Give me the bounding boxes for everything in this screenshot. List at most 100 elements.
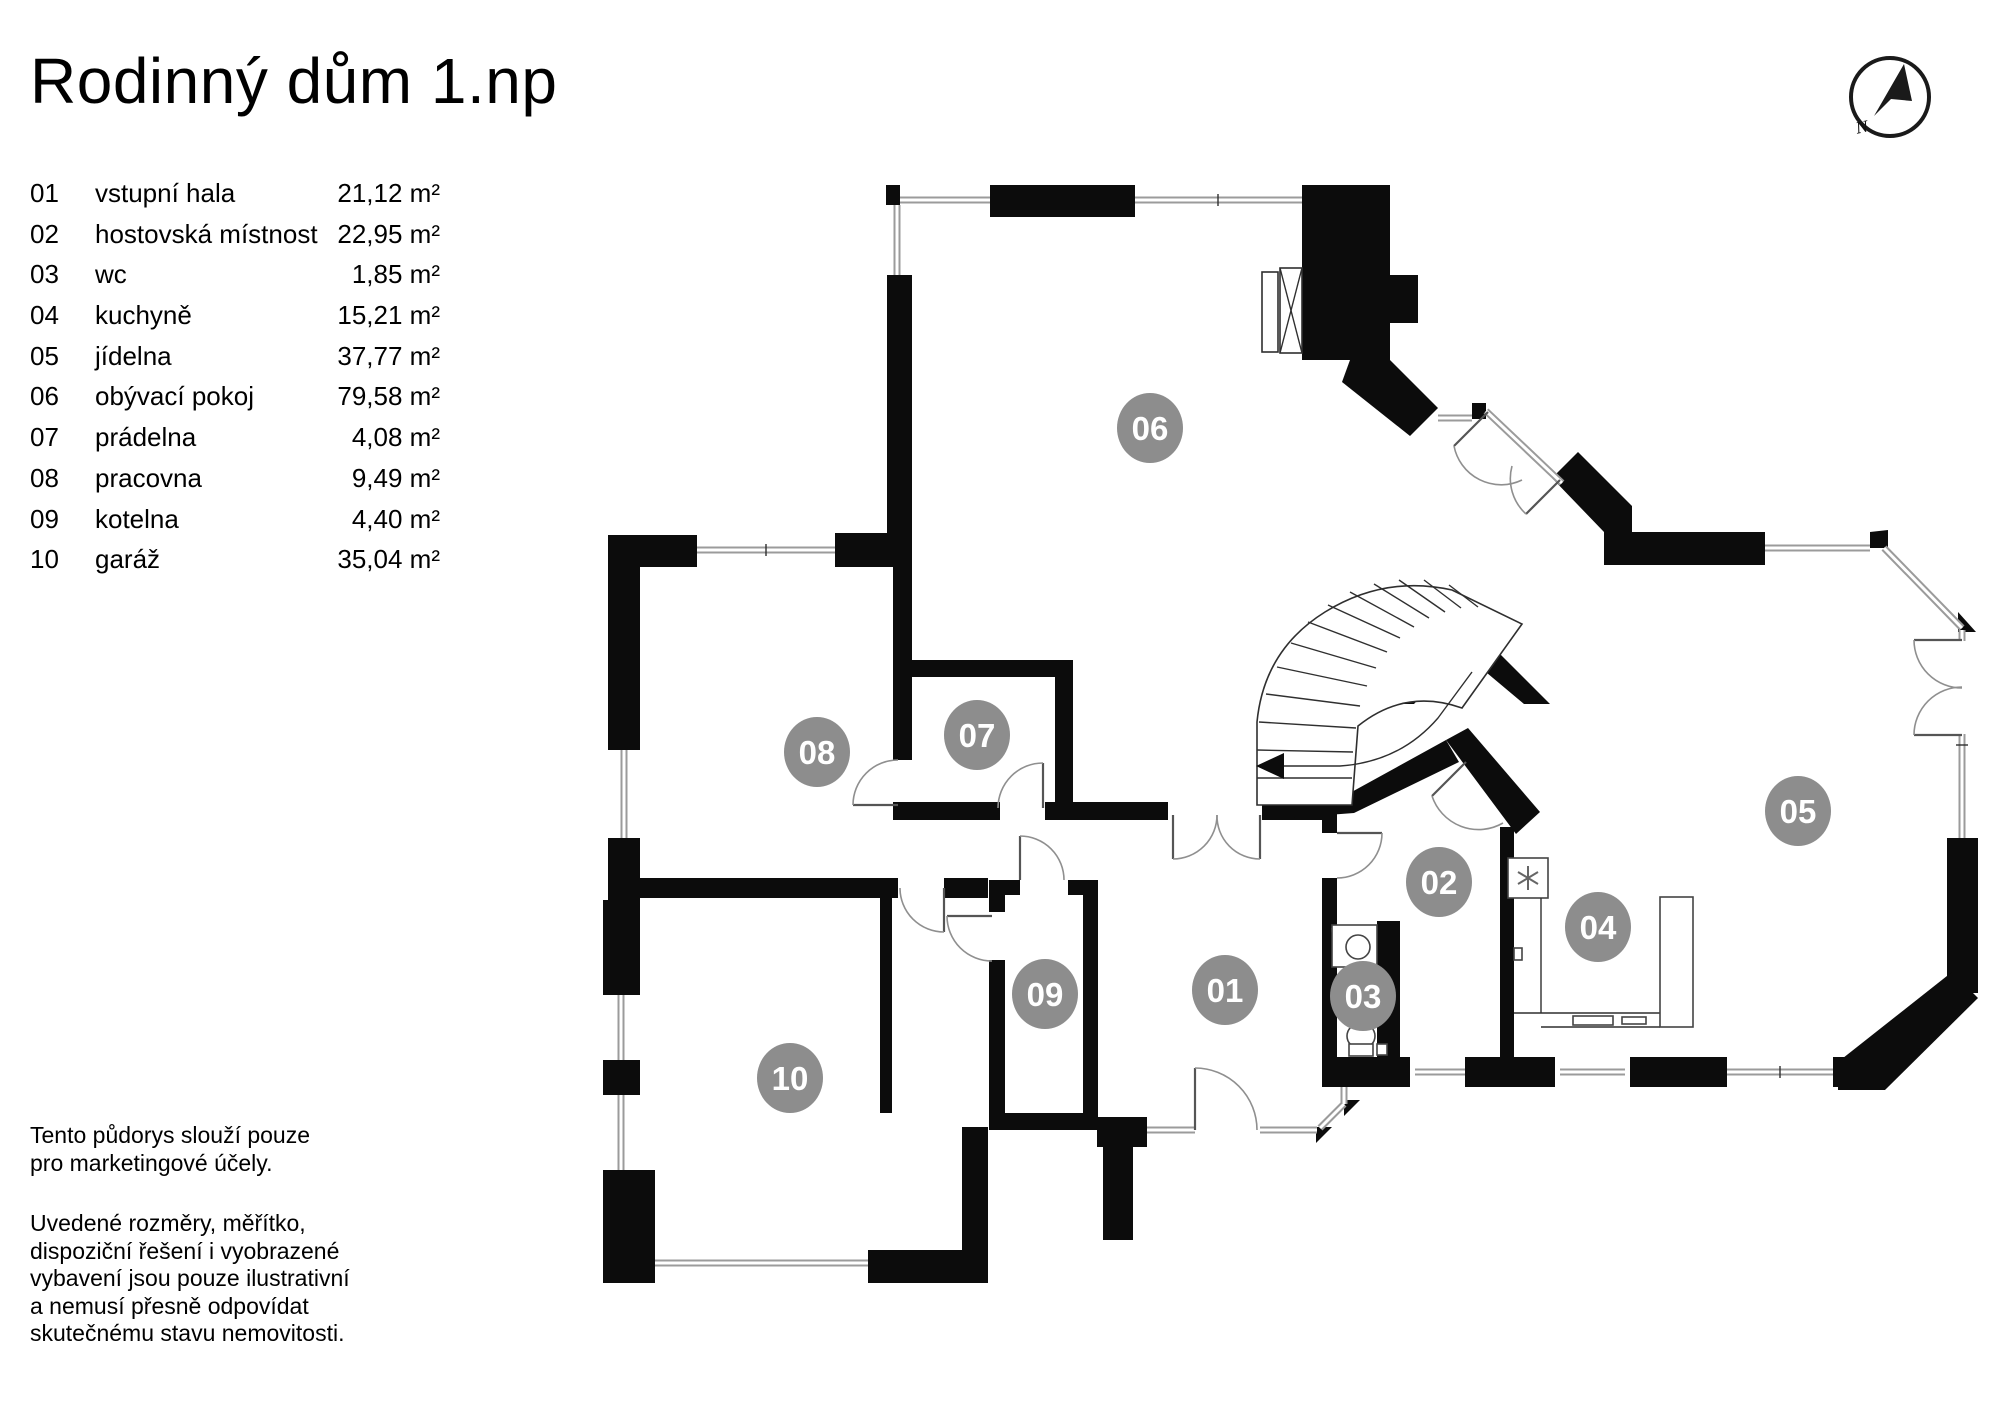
windows — [617, 194, 1968, 1267]
room-badge-08: 08 — [784, 717, 850, 787]
stair-walk-line — [1268, 671, 1473, 767]
window — [697, 544, 835, 556]
compass: N — [1849, 56, 1931, 138]
legend-room-area: 21,12 m² — [337, 178, 440, 208]
legend-row: 02 hostovská místnost 22,95 m² — [30, 219, 440, 260]
entrance-door — [1193, 1067, 1258, 1131]
legend-row: 03 wc 1,85 m² — [30, 259, 440, 300]
room-badge-09: 09 — [1012, 959, 1078, 1029]
legend-room-name: obývací pokoj — [95, 381, 254, 412]
window — [1135, 194, 1302, 206]
svg-text:01: 01 — [1207, 972, 1244, 1009]
legend-room-area: 1,85 m² — [351, 259, 440, 290]
room-badge-02: 02 — [1406, 847, 1472, 917]
page-title: Rodinný dům 1.np — [30, 45, 558, 117]
window — [1727, 1066, 1833, 1078]
door — [1431, 761, 1504, 831]
svg-text:10: 10 — [772, 1060, 809, 1097]
legend-room-area: 4,40 m² — [351, 503, 440, 534]
legend-row: 07 prádelna 4,08 m² — [30, 422, 440, 463]
svg-text:04: 04 — [1580, 909, 1617, 946]
double-door — [1171, 814, 1262, 860]
svg-text:06: 06 — [1132, 410, 1169, 447]
room-badges: 01 02 03 04 05 06 07 08 09 10 — [757, 393, 1831, 1113]
door — [1018, 835, 1065, 881]
room-badge-07: 07 — [944, 700, 1010, 770]
legend-room-name: jídelna — [95, 340, 172, 371]
kitchen-island — [1659, 896, 1694, 1028]
stair-direction-arrow — [1256, 753, 1284, 779]
staircase — [1256, 579, 1524, 806]
room-badge-10: 10 — [757, 1043, 823, 1113]
compass-north-label: N — [1853, 116, 1871, 137]
legend-room-area: 22,95 m² — [337, 218, 440, 249]
door — [997, 762, 1045, 809]
legend-row: 10 garáž 35,04 m² — [30, 544, 440, 585]
legend-room-name: hostovská místnost — [95, 218, 318, 249]
compass-circle — [1849, 56, 1931, 138]
svg-text:05: 05 — [1780, 793, 1817, 830]
legend-room-number: 03 — [30, 259, 59, 290]
chimney — [1261, 267, 1303, 354]
legend-room-name: prádelna — [95, 422, 197, 453]
legend-row: 05 jídelna 37,77 m² — [30, 341, 440, 382]
legend-room-area: 9,49 m² — [351, 462, 440, 493]
legend-room-area: 15,21 m² — [337, 300, 440, 331]
legend-room-number: 05 — [30, 340, 59, 371]
room-legend: 01 vstupní hala 21,12 m² 02 hostovská místno… — [30, 178, 440, 585]
toilet-tank — [1348, 1043, 1374, 1057]
stair-treads — [1256, 579, 1479, 779]
legend-room-name: vstupní hala — [95, 178, 236, 208]
legend-room-area: 35,04 m² — [337, 544, 440, 575]
svg-text:08: 08 — [799, 734, 836, 771]
room-badge-05: 05 — [1765, 776, 1831, 846]
legend-room-area: 79,58 m² — [337, 381, 440, 412]
legend-room-name: wc — [95, 259, 127, 290]
room-badge-06: 06 — [1117, 393, 1183, 463]
legend-room-number: 08 — [30, 462, 59, 493]
svg-text:09: 09 — [1027, 976, 1064, 1013]
legend-room-number: 06 — [30, 381, 59, 412]
french-door — [1913, 638, 1963, 737]
window — [1483, 408, 1565, 486]
window — [1881, 545, 1965, 631]
door — [1336, 831, 1383, 879]
legend-room-name: kotelna — [95, 503, 179, 534]
wc-box — [1376, 1043, 1388, 1056]
door — [899, 887, 946, 933]
legend-room-number: 10 — [30, 544, 59, 575]
svg-text:02: 02 — [1421, 864, 1458, 901]
legend-room-area: 37,77 m² — [337, 340, 440, 371]
room-badge-04: 04 — [1565, 892, 1631, 962]
legend-room-number: 09 — [30, 503, 59, 534]
window — [1956, 734, 1968, 838]
stove — [1572, 1015, 1614, 1026]
snowflake-icon — [1517, 866, 1539, 890]
legend-room-number: 02 — [30, 218, 59, 249]
svg-text:07: 07 — [959, 717, 996, 754]
legend-room-name: pracovna — [95, 462, 202, 493]
legend-room-name: garáž — [95, 544, 161, 575]
legend-room-number: 07 — [30, 422, 59, 453]
legend-room-number: 01 — [30, 178, 59, 208]
kitchen-counter — [1507, 857, 1694, 1028]
disclaimer-paragraph-2: Uvedené rozměry, měřítko,dispoziční řeše… — [30, 1210, 350, 1346]
door — [852, 759, 899, 807]
legend-row: 06 obývací pokoj 79,58 m² — [30, 381, 440, 422]
door — [946, 914, 993, 962]
doors — [852, 411, 1963, 1131]
legend-row: 09 kotelna 4,40 m² — [30, 504, 440, 545]
legend-row: 01 vstupní hala 21,12 m² — [30, 178, 440, 219]
window — [1317, 1101, 1347, 1131]
svg-text:03: 03 — [1345, 978, 1382, 1015]
sink — [1621, 1016, 1647, 1025]
room-badge-03: 03 — [1330, 961, 1396, 1031]
french-door — [1453, 411, 1561, 515]
room-badge-01: 01 — [1192, 955, 1258, 1025]
legend-row: 08 pracovna 9,49 m² — [30, 463, 440, 504]
legend-room-area: 4,08 m² — [351, 422, 440, 453]
